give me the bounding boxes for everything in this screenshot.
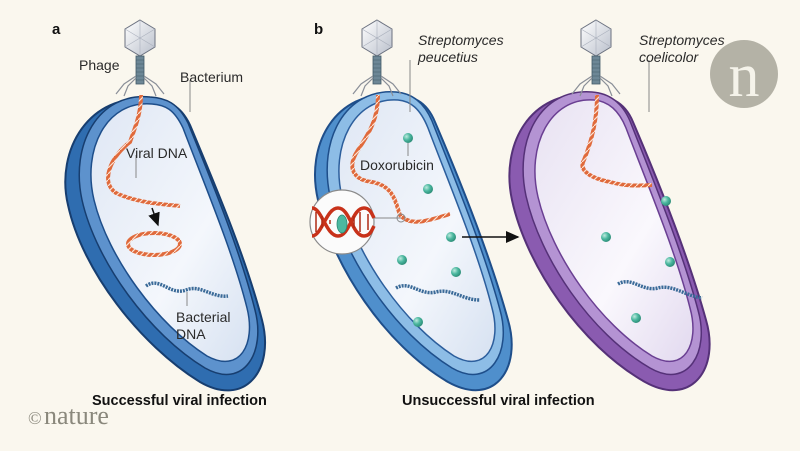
bacterial-dna-strand [395,284,481,302]
doxorubicin-molecules [397,133,461,327]
doxorubicin-molecules [601,196,675,323]
panel-a-letter: a [52,21,61,38]
label-species-right-2: coelicolor [639,49,699,65]
phage-icon [352,19,402,97]
nature-logo: n [710,40,778,110]
label-phage: Phage [79,57,120,73]
panel-b: b [309,19,725,409]
caption-a: Successful viral infection [92,393,267,409]
phage-icon [115,19,165,97]
label-bacterium: Bacterium [180,69,243,85]
nature-logo-letter: n [729,42,760,110]
viral-dna-strand [580,94,653,188]
panel-a: a Phage Bacterium Viral DNA Bacterial DN… [52,19,267,409]
label-species-left-2: peucetius [417,49,478,65]
label-bacterial-dna-2: DNA [176,326,206,342]
panel-b-letter: b [314,21,323,38]
label-viral-dna: Viral DNA [126,145,188,161]
arrow-icon [148,207,160,227]
label-species-left-1: Streptomyces [418,32,504,48]
dna-intercalation-inset [309,189,406,255]
copyright-credit: © nature [28,401,109,430]
phage-icon [571,19,621,97]
label-doxorubicin: Doxorubicin [360,157,434,173]
copyright-symbol: © [28,408,42,428]
bacterium-coelicolor [508,91,711,392]
viral-dna-strand [106,94,181,208]
viral-dna-strand [350,94,451,224]
publisher-wordmark: nature [44,401,109,430]
label-species-right-1: Streptomyces [639,32,725,48]
bacterium-a [64,96,267,392]
bacterial-dna-strand [617,280,703,300]
circular-viral-dna [126,231,182,257]
bacterial-dna-strand [144,281,229,298]
caption-b: Unsuccessful viral infection [402,393,595,409]
bacterium-peucetius [314,91,513,392]
label-bacterial-dna-1: Bacterial [176,309,230,325]
